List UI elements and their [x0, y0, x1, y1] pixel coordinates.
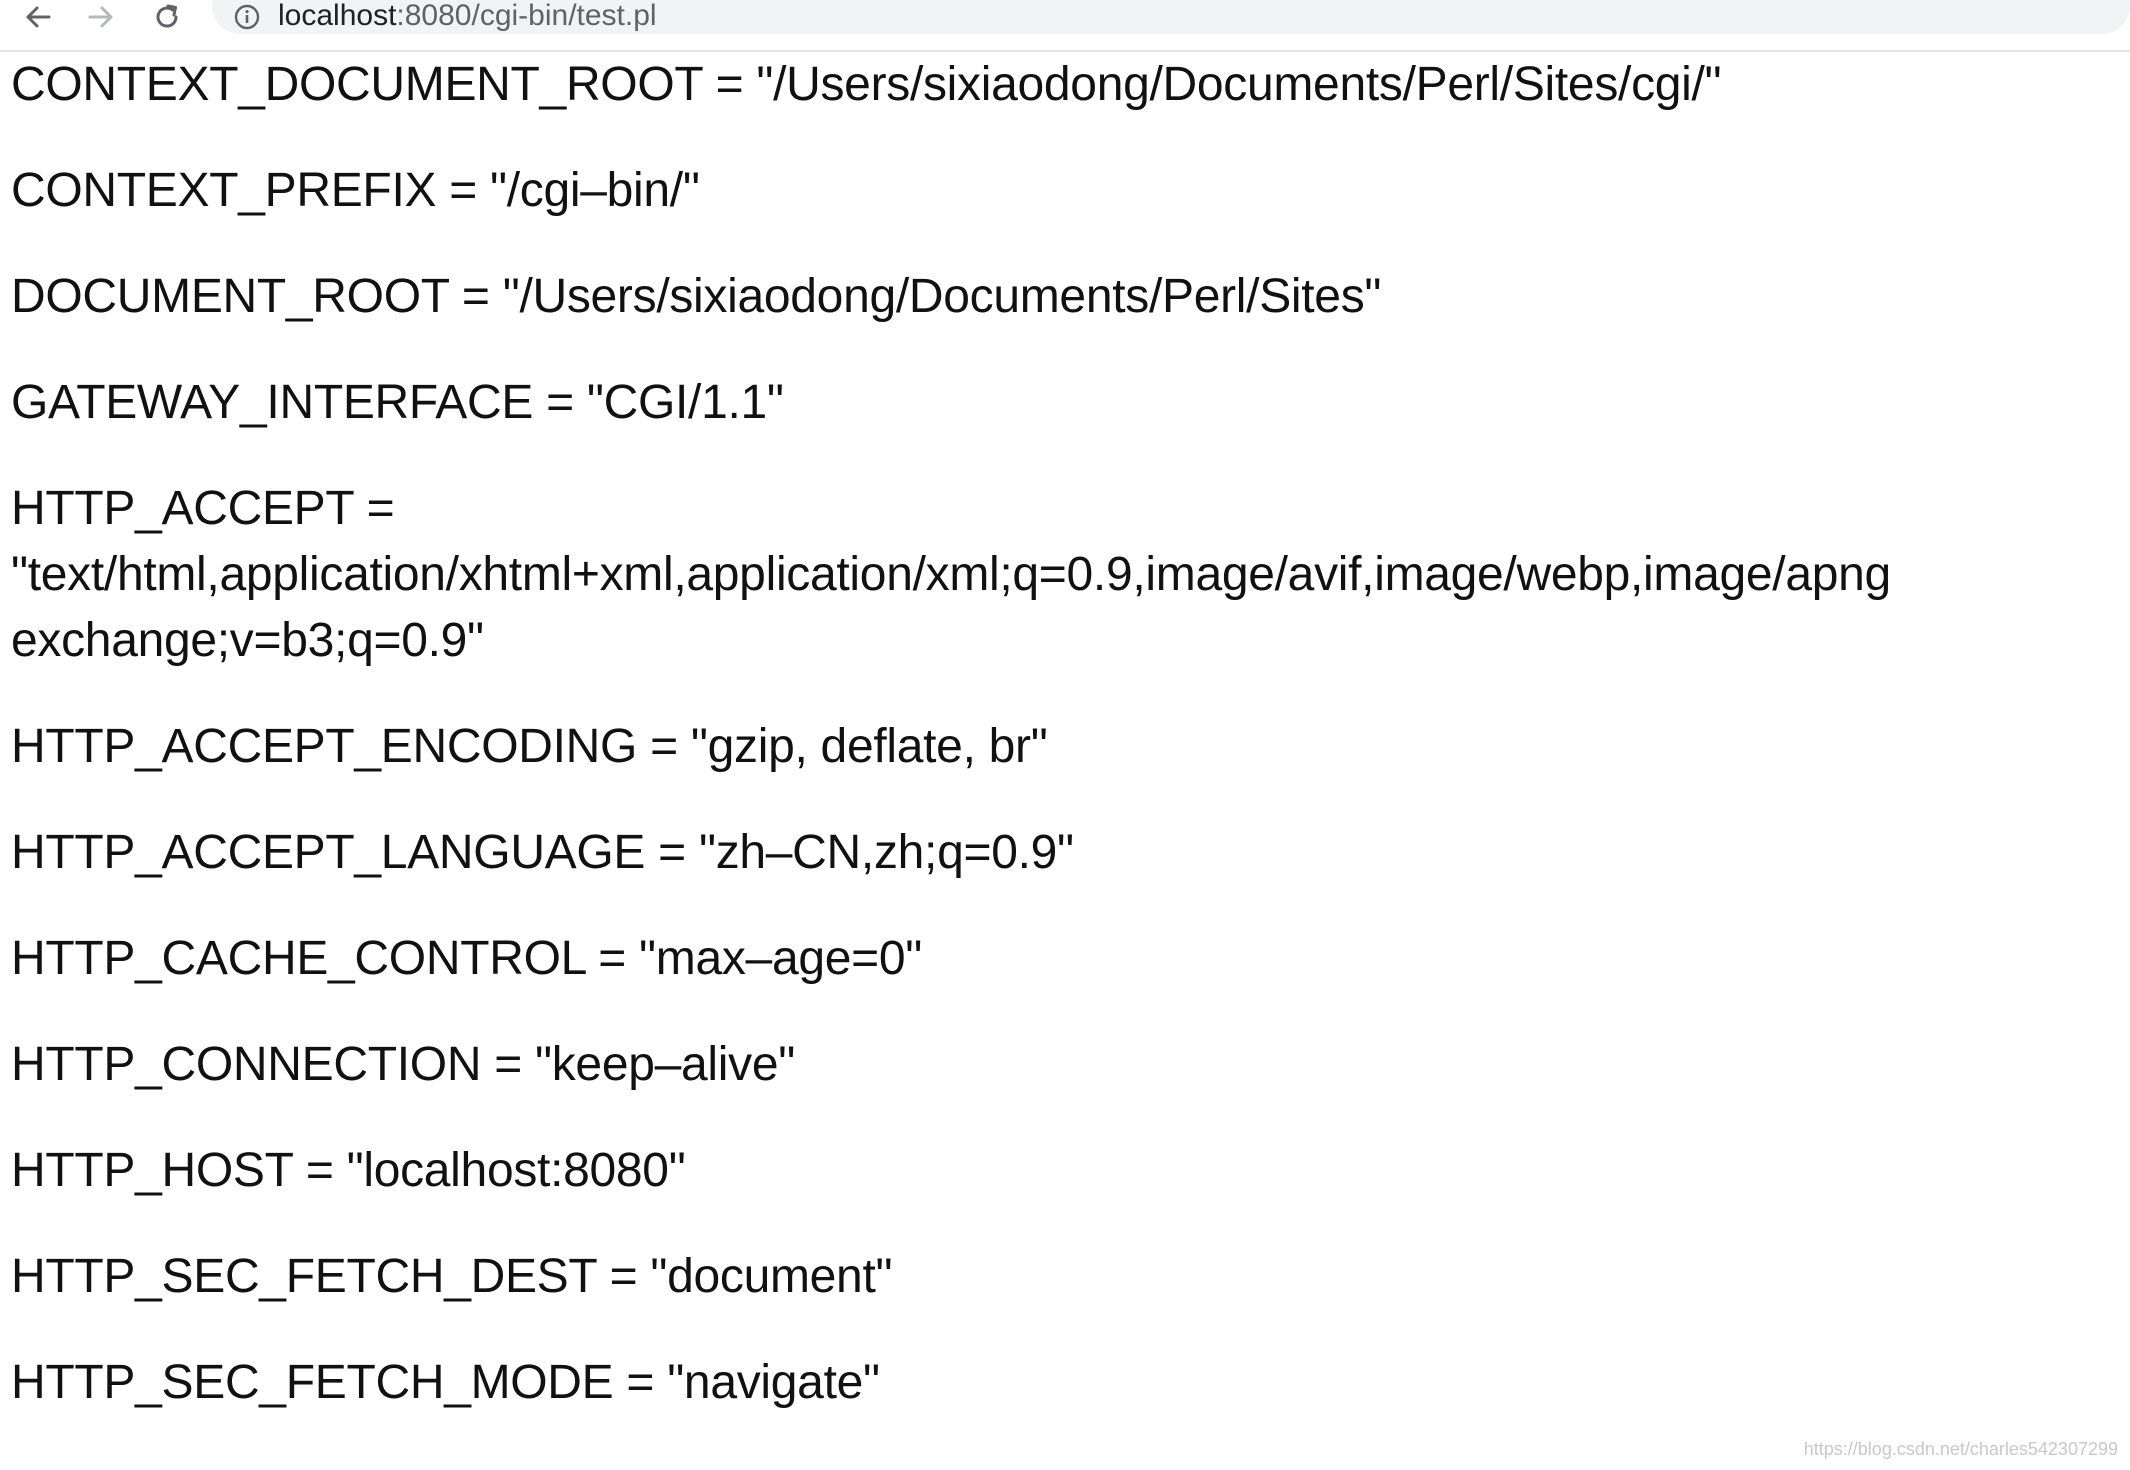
- env-http-host: HTTP_HOST = "localhost:8080": [11, 1144, 686, 1197]
- env-http-sec-fetch-mode: HTTP_SEC_FETCH_MODE = "navigate": [11, 1356, 880, 1409]
- env-http-accept-language: HTTP_ACCEPT_LANGUAGE = "zh–CN,zh;q=0.9": [11, 826, 1074, 879]
- env-http-accept-line-1: HTTP_ACCEPT =: [11, 482, 395, 535]
- env-context-prefix: CONTEXT_PREFIX = "/cgi–bin/": [11, 164, 700, 217]
- arrow-right-icon: [86, 2, 116, 32]
- reload-icon: [152, 2, 182, 32]
- info-icon[interactable]: [232, 2, 262, 32]
- env-http-cache-control: HTTP_CACHE_CONTROL = "max–age=0": [11, 932, 923, 985]
- forward-button[interactable]: [76, 0, 126, 34]
- env-http-accept-encoding: HTTP_ACCEPT_ENCODING = "gzip, deflate, b…: [11, 720, 1048, 773]
- arrow-left-icon: [23, 2, 53, 32]
- url-text[interactable]: localhost:8080/cgi-bin/test.pl: [278, 0, 657, 33]
- url-host: localhost: [278, 0, 397, 32]
- env-http-accept: HTTP_ACCEPT = "text/html,application/xht…: [11, 476, 2130, 674]
- env-http-sec-fetch-dest: HTTP_SEC_FETCH_DEST = "document": [11, 1250, 893, 1303]
- cgi-env-output: CONTEXT_DOCUMENT_ROOT = "/Users/sixiaodo…: [11, 52, 2130, 1416]
- env-context-document-root: CONTEXT_DOCUMENT_ROOT = "/Users/sixiaodo…: [11, 58, 1722, 111]
- env-http-accept-line-2: "text/html,application/xhtml+xml,applica…: [11, 548, 1891, 601]
- reload-button[interactable]: [142, 0, 192, 34]
- env-gateway-interface: GATEWAY_INTERFACE = "CGI/1.1": [11, 376, 784, 429]
- address-bar[interactable]: localhost:8080/cgi-bin/test.pl: [212, 0, 2130, 34]
- env-http-connection: HTTP_CONNECTION = "keep–alive": [11, 1038, 795, 1091]
- back-button[interactable]: [13, 0, 63, 34]
- watermark: https://blog.csdn.net/charles542307299: [1803, 1439, 2118, 1459]
- url-path: :8080/cgi-bin/test.pl: [396, 0, 657, 32]
- env-document-root: DOCUMENT_ROOT = "/Users/sixiaodong/Docum…: [11, 270, 1382, 323]
- env-http-accept-line-3: exchange;v=b3;q=0.9": [11, 614, 484, 667]
- browser-toolbar: localhost:8080/cgi-bin/test.pl: [0, 0, 2130, 52]
